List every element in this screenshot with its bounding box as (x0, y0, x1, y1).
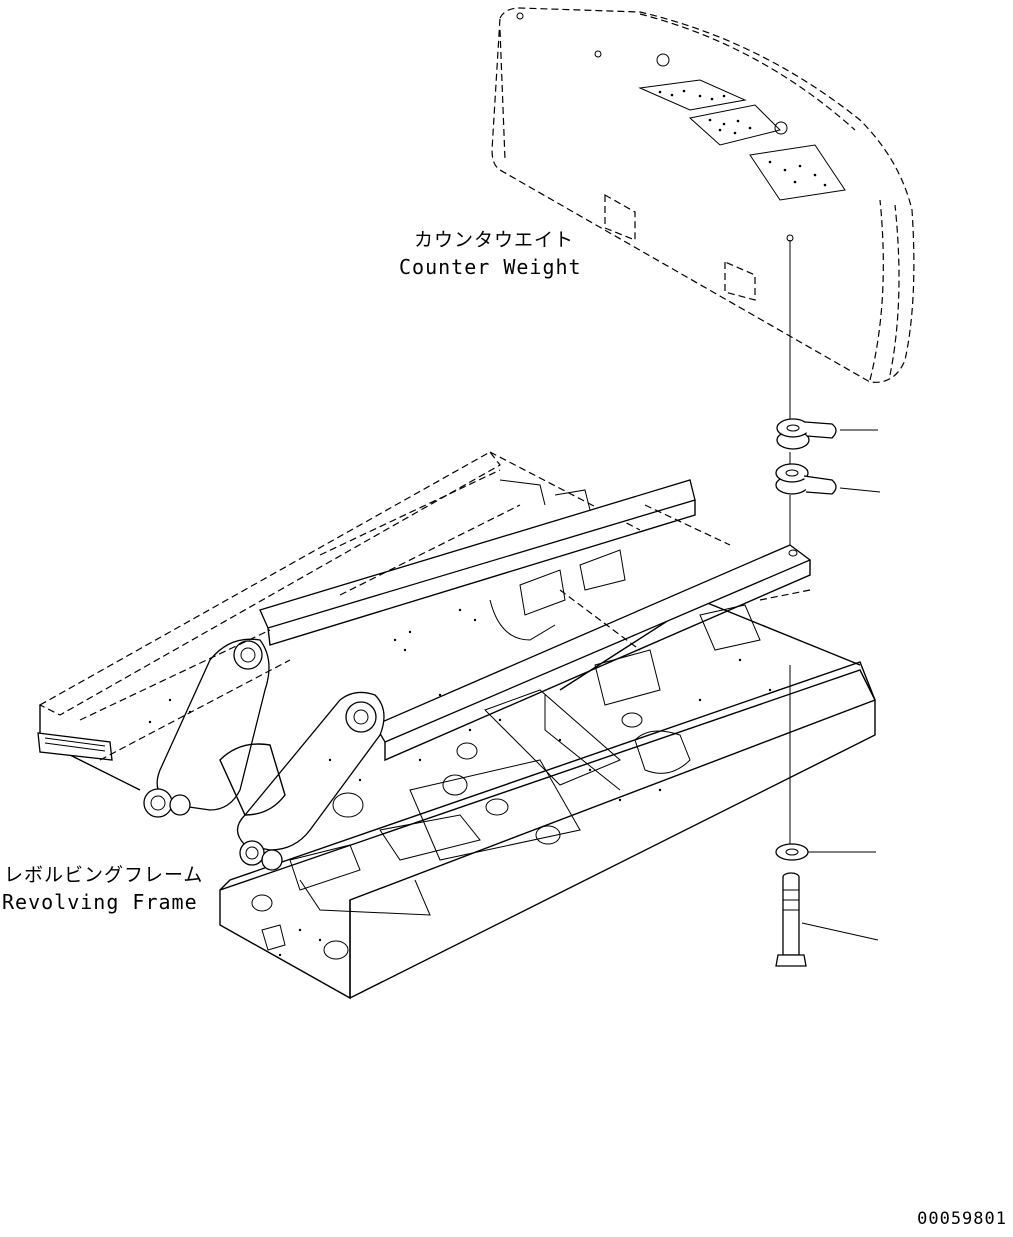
washer-icon (775, 463, 881, 495)
washer-icon (776, 418, 878, 450)
counter-weight-label-jp: カウンタウエイト (414, 229, 575, 251)
revolving-frame-drawing (37, 451, 876, 1000)
bolt-icon (775, 872, 879, 967)
washer-icon (775, 843, 876, 861)
revolving-frame-label-jp: レボルビングフレーム (4, 864, 204, 886)
counter-weight-label-en: Counter Weight (399, 255, 582, 279)
counter-weight-drawing (491, 7, 915, 383)
drawing-code: 00059801 (917, 1209, 1007, 1229)
revolving-frame-label-en: Revolving Frame (2, 890, 198, 914)
